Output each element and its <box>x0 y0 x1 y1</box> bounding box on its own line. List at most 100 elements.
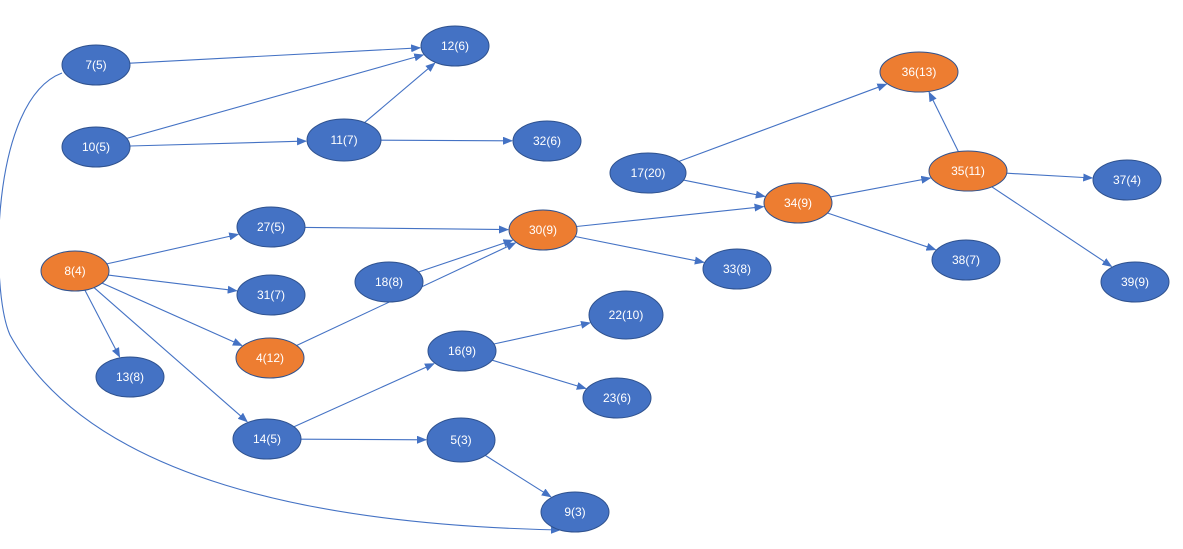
node-label: 12(6) <box>441 39 469 53</box>
edge-18-to-30 <box>418 239 514 273</box>
node-label: 4(12) <box>256 351 284 365</box>
node-label: 27(5) <box>257 220 285 234</box>
edge-35-to-37 <box>1006 172 1094 182</box>
node-shape <box>582 377 652 419</box>
node-10[interactable]: 10(5) <box>61 126 131 168</box>
node-shape <box>236 274 306 316</box>
node-33[interactable]: 33(8) <box>702 248 772 290</box>
node-shape <box>609 152 687 194</box>
node-shape <box>879 51 959 93</box>
edge-7-to-12 <box>129 44 422 64</box>
edge-17-to-36 <box>678 83 888 162</box>
node-shape <box>931 239 1001 281</box>
node-shape <box>540 491 610 533</box>
node-27[interactable]: 27(5) <box>236 206 306 248</box>
node-14[interactable]: 14(5) <box>232 418 302 460</box>
edge-5-to-9 <box>485 454 552 498</box>
node-shape <box>235 337 305 379</box>
node-shape <box>763 182 833 224</box>
node-7[interactable]: 7(5) <box>61 44 131 86</box>
node-31[interactable]: 31(7) <box>236 274 306 316</box>
node-37[interactable]: 37(4) <box>1092 159 1162 201</box>
node-label: 35(11) <box>951 164 985 178</box>
node-shape <box>61 44 131 86</box>
node-13[interactable]: 13(8) <box>95 356 165 398</box>
node-11[interactable]: 11(7) <box>306 118 382 162</box>
node-18[interactable]: 18(8) <box>354 261 424 303</box>
edge-30-to-34 <box>576 203 765 228</box>
edge-8-to-14 <box>93 287 248 423</box>
node-label: 37(4) <box>1113 173 1141 187</box>
node-23[interactable]: 23(6) <box>582 377 652 419</box>
node-shape <box>1092 159 1162 201</box>
edge-35-to-39 <box>991 186 1113 267</box>
node-shape <box>420 25 490 67</box>
node-32[interactable]: 32(6) <box>512 120 582 162</box>
node-label: 39(9) <box>1121 275 1149 289</box>
edge-11-to-12 <box>364 62 436 124</box>
node-label: 5(3) <box>450 433 471 447</box>
node-label: 22(10) <box>609 308 644 322</box>
node-38[interactable]: 38(7) <box>931 239 1001 281</box>
edge-8-to-27 <box>106 232 240 265</box>
node-label: 31(7) <box>257 288 285 302</box>
edge-34-to-35 <box>830 175 932 198</box>
edge-10-to-12 <box>126 53 425 139</box>
edge-35-to-36 <box>928 91 959 152</box>
node-12[interactable]: 12(6) <box>420 25 490 67</box>
node-label: 7(5) <box>85 58 106 72</box>
edge-17-to-34 <box>683 179 766 199</box>
node-shape <box>61 126 131 168</box>
edge-14-to-16 <box>293 363 435 428</box>
node-36[interactable]: 36(13) <box>879 51 959 93</box>
edge-16-to-23 <box>492 359 587 390</box>
node-22[interactable]: 22(10) <box>588 290 664 340</box>
node-label: 33(8) <box>723 262 751 276</box>
node-label: 8(4) <box>64 264 85 278</box>
node-label: 9(3) <box>564 505 585 519</box>
edge-30-to-33 <box>575 235 705 265</box>
node-label: 36(13) <box>902 65 937 79</box>
node-shape <box>236 206 306 248</box>
node-30[interactable]: 30(9) <box>508 209 578 251</box>
edge-10-to-11 <box>129 137 307 147</box>
node-8[interactable]: 8(4) <box>40 250 110 292</box>
node-shape <box>512 120 582 162</box>
node-shape <box>702 248 772 290</box>
node-label: 18(8) <box>375 275 403 289</box>
node-label: 10(5) <box>82 140 110 154</box>
edges-layer <box>0 44 1113 534</box>
node-35[interactable]: 35(11) <box>928 150 1008 192</box>
node-9[interactable]: 9(3) <box>540 491 610 533</box>
node-label: 13(8) <box>116 370 144 384</box>
node-label: 34(9) <box>784 196 812 210</box>
node-shape <box>306 118 382 162</box>
node-shape <box>354 261 424 303</box>
edge-8-to-13 <box>84 289 121 358</box>
edge-14-to-5 <box>300 435 427 444</box>
edge-11-to-32 <box>380 136 513 145</box>
node-shape <box>588 290 664 340</box>
node-17[interactable]: 17(20) <box>609 152 687 194</box>
node-4[interactable]: 4(12) <box>235 337 305 379</box>
node-label: 38(7) <box>952 253 980 267</box>
node-shape <box>427 330 497 372</box>
node-shape <box>426 417 496 463</box>
node-shape <box>232 418 302 460</box>
edge-8-to-31 <box>108 274 238 294</box>
edge-34-to-38 <box>827 212 937 251</box>
edge-7-to-9 <box>0 72 561 534</box>
node-shape <box>508 209 578 251</box>
node-34[interactable]: 34(9) <box>763 182 833 224</box>
node-label: 32(6) <box>533 134 561 148</box>
edge-8-to-4 <box>101 282 243 347</box>
node-39[interactable]: 39(9) <box>1100 261 1170 303</box>
node-16[interactable]: 16(9) <box>427 330 497 372</box>
node-label: 30(9) <box>529 223 557 237</box>
node-label: 11(7) <box>330 133 357 147</box>
node-shape <box>1100 261 1170 303</box>
node-label: 16(9) <box>448 344 476 358</box>
node-shape <box>40 250 110 292</box>
node-5[interactable]: 5(3) <box>426 417 496 463</box>
